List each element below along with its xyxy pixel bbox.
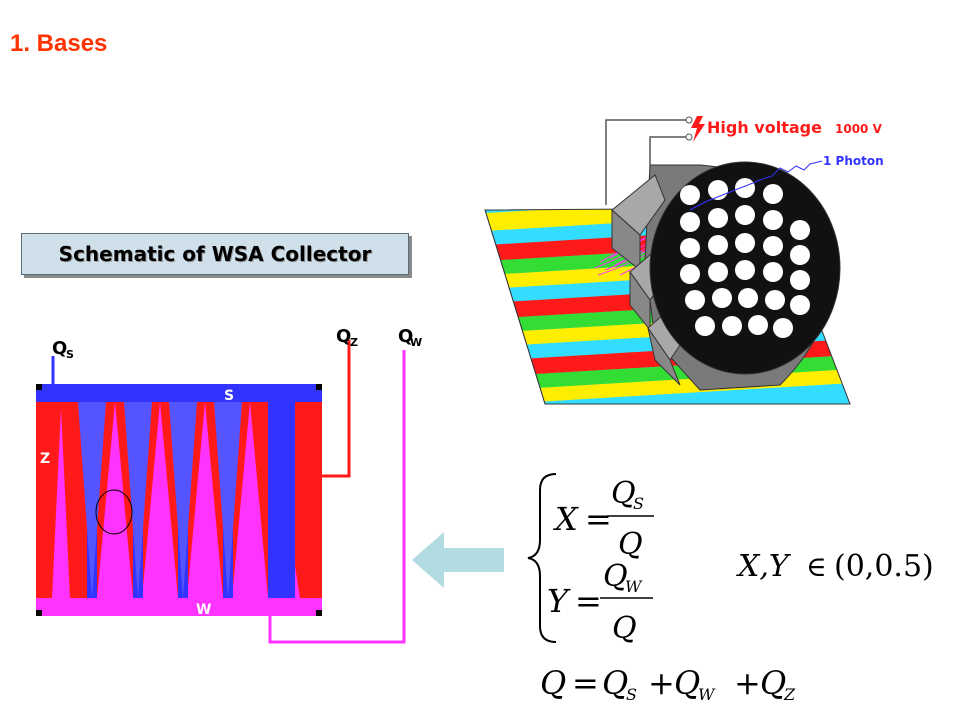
label-qw: Q	[398, 326, 413, 347]
eq-sum-s1: S	[626, 685, 637, 704]
eq-y-equals: =	[575, 582, 602, 620]
label-qz: Q	[336, 326, 351, 347]
eq-y-lhs: Y	[547, 582, 571, 620]
eq-sum-equals: =	[572, 664, 599, 702]
detector-illustration: High voltage 1000 V 1 Photon	[484, 116, 884, 405]
eq-y-den: Q	[612, 611, 637, 646]
brace	[527, 473, 557, 643]
eq-range-vars: X,Y	[736, 549, 792, 584]
eq-sum-plus1: +	[648, 664, 675, 702]
eq-sum-q3: Q	[760, 664, 786, 702]
eq-x-equals: =	[585, 500, 612, 538]
photon-path	[689, 160, 823, 211]
zone-s-label: S	[224, 388, 234, 404]
zone-w-label: W	[196, 602, 211, 618]
label-qw-sub: W	[410, 336, 422, 349]
left-arrow-icon	[412, 532, 504, 588]
eq-x-num-sub: S	[633, 494, 644, 513]
lightning-icon	[691, 116, 705, 142]
eq-y-num-sub: W	[625, 577, 643, 596]
label-qs-sub: S	[66, 348, 74, 361]
hv-value: 1000 V	[835, 122, 883, 136]
lead-z	[322, 340, 351, 478]
eq-y-num: Q	[603, 559, 628, 594]
eq-sum-s2: W	[698, 685, 716, 704]
strip-s	[36, 384, 322, 402]
label-qs: Q	[52, 338, 67, 359]
eq-sum-s3: Z	[783, 685, 796, 704]
eq-sum-plus2: +	[734, 664, 761, 702]
detail-circle	[95, 489, 133, 535]
lead-w	[268, 350, 406, 644]
hv-label: High voltage	[707, 118, 822, 137]
caption-text: Schematic of WSA Collector	[58, 242, 372, 266]
eq-range-interval: (0,0.5)	[834, 549, 934, 584]
caption-box: Schematic of WSA Collector	[21, 233, 409, 275]
eq-range-in: ∈	[806, 550, 827, 583]
eq-sum-lhs: Q	[540, 664, 566, 702]
eq-x-den: Q	[618, 527, 643, 562]
label-qz-sub: Z	[350, 336, 358, 349]
eq-x-num: Q	[611, 476, 636, 511]
photon-label: 1 Photon	[823, 154, 884, 168]
eq-sum-q1: Q	[602, 664, 628, 702]
equations: X = Q S Q Y = Q W Q X,Y ∈ (0,0.5) Q = Q …	[527, 473, 934, 704]
eq-x-lhs: X	[552, 500, 579, 538]
mcp-holes	[680, 178, 810, 338]
zone-z-label: Z	[40, 451, 50, 467]
wsa-collector: S Z W Q S Q Z Q W	[36, 326, 422, 644]
strip-w	[36, 598, 322, 616]
w-triangles	[52, 402, 300, 598]
hv-wires	[605, 119, 686, 205]
slide-title: 1. Bases	[10, 30, 108, 57]
eq-sum-q2: Q	[674, 664, 700, 702]
